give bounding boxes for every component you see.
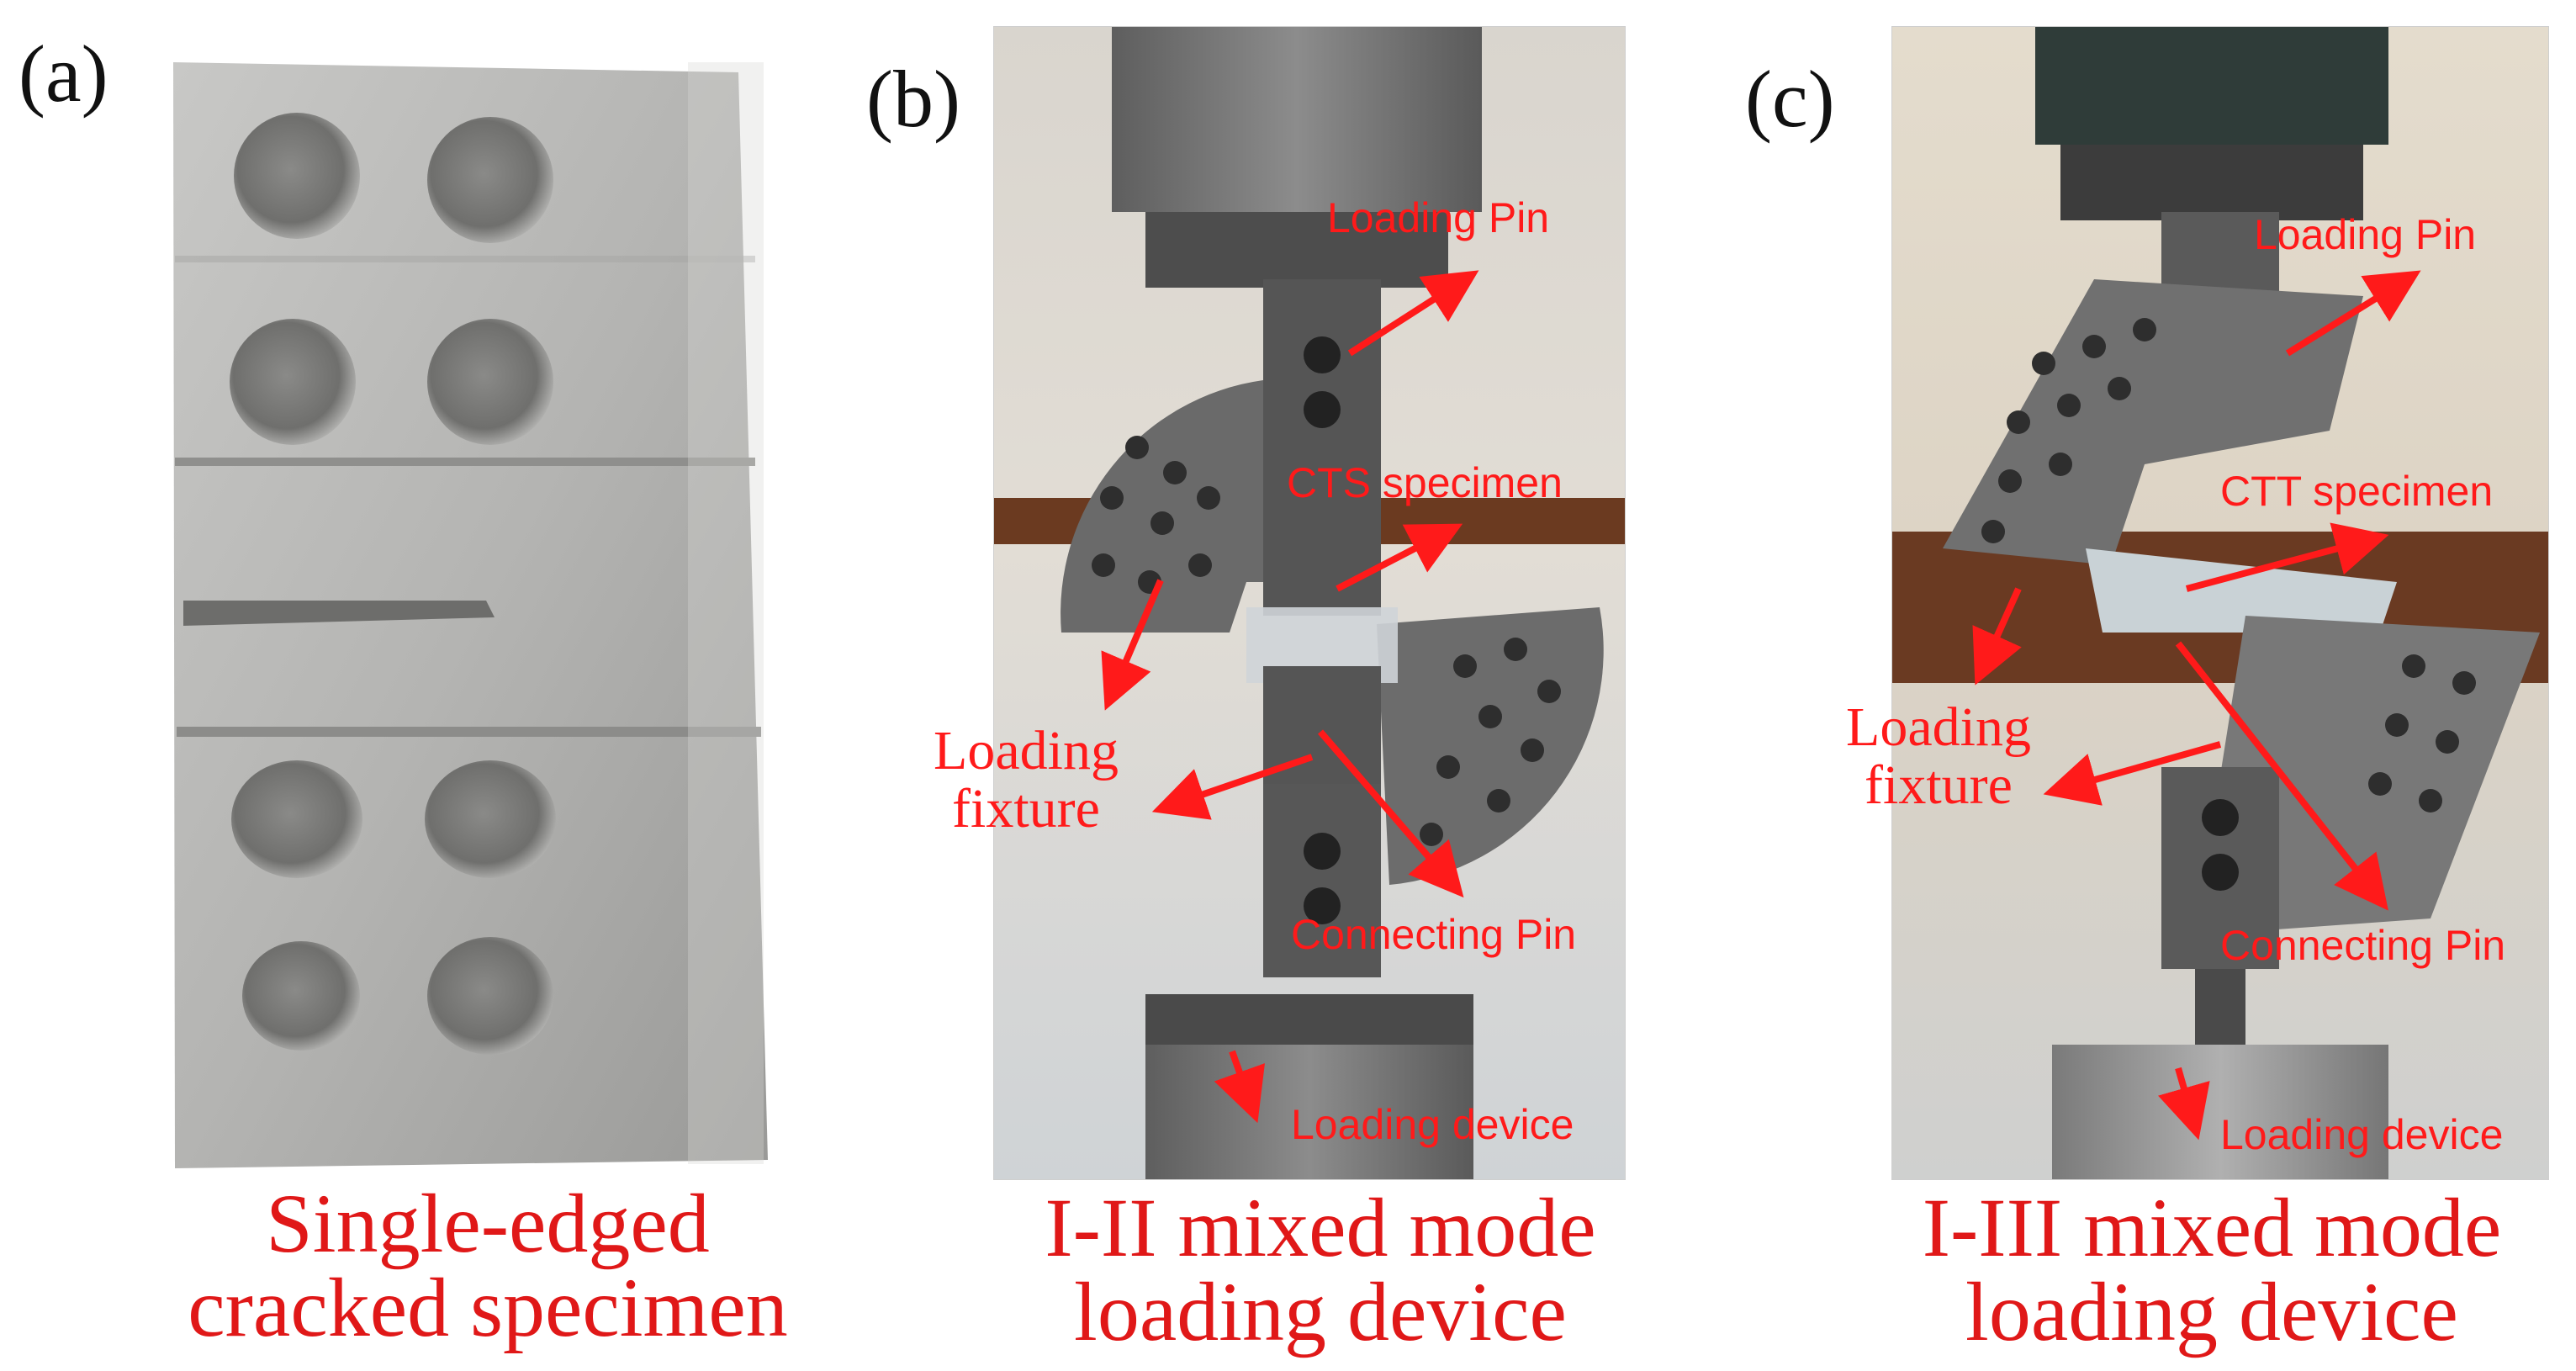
c-specimen-label: CTT specimen [2220,468,2494,515]
c-loading-pin-label: Loading Pin [2254,211,2477,258]
b-loading-fixture-line2: fixture [952,778,1100,840]
caption-b-line1: I-II mixed mode [1045,1181,1596,1274]
arrow-b-specimen [1336,523,1463,592]
caption-a-line1: Single-edged [266,1177,710,1270]
b-connecting-pin-label: Connecting Pin [1291,911,1577,958]
c-loading-device-label: Loading device [2220,1111,2504,1158]
i-ii-loading-device-photo [994,27,1625,1179]
panel-a-letter: (a) [19,29,108,119]
caption-c-line1: I-III mixed mode [1922,1181,2502,1274]
arrow-c-fixture-upper [1972,587,2022,686]
arrow-c-specimen [2185,522,2389,592]
b-loading-fixture-label: Loading fixture [908,722,1144,839]
caption-c-line2: loading device [1965,1265,2458,1358]
c-loading-fixture-line1: Loading [1846,696,2031,758]
caption-a: Single-edged cracked specimen [156,1182,820,1350]
panel-b-letter: (b) [866,54,960,144]
b-loading-fixture-line1: Loading [934,720,1119,781]
b-loading-pin-label: Loading Pin [1327,194,1550,241]
specimen-photo [167,62,780,1172]
b-loading-device-label: Loading device [1291,1101,1574,1148]
caption-a-line2: cracked specimen [188,1261,788,1354]
arrow-c-connecting-pin [2175,641,2388,911]
arrow-c-fixture-lower [2043,741,2222,806]
c-loading-fixture-label: Loading fixture [1825,698,2052,815]
arrow-c-loading-pin [2285,270,2421,357]
arrow-c-loading-device [2158,1067,2210,1141]
c-loading-fixture-line2: fixture [1865,754,2013,817]
caption-c: I-III mixed mode loading device [1867,1186,2557,1354]
arrow-b-loading-device [1214,1050,1265,1124]
i-iii-loading-device-photo [1892,27,2548,1179]
c-connecting-pin-label: Connecting Pin [2220,922,2506,969]
b-specimen-label: CTS specimen [1287,459,1563,506]
caption-b: I-II mixed mode loading device [976,1186,1665,1354]
arrow-b-loading-pin [1347,270,1479,357]
panel-c-letter: (c) [1745,54,1835,144]
arrow-b-connecting-pin [1317,729,1464,898]
arrow-b-fixture-upper [1101,579,1164,711]
caption-b-line2: loading device [1074,1265,1567,1358]
arrow-b-fixture-lower [1151,754,1314,820]
